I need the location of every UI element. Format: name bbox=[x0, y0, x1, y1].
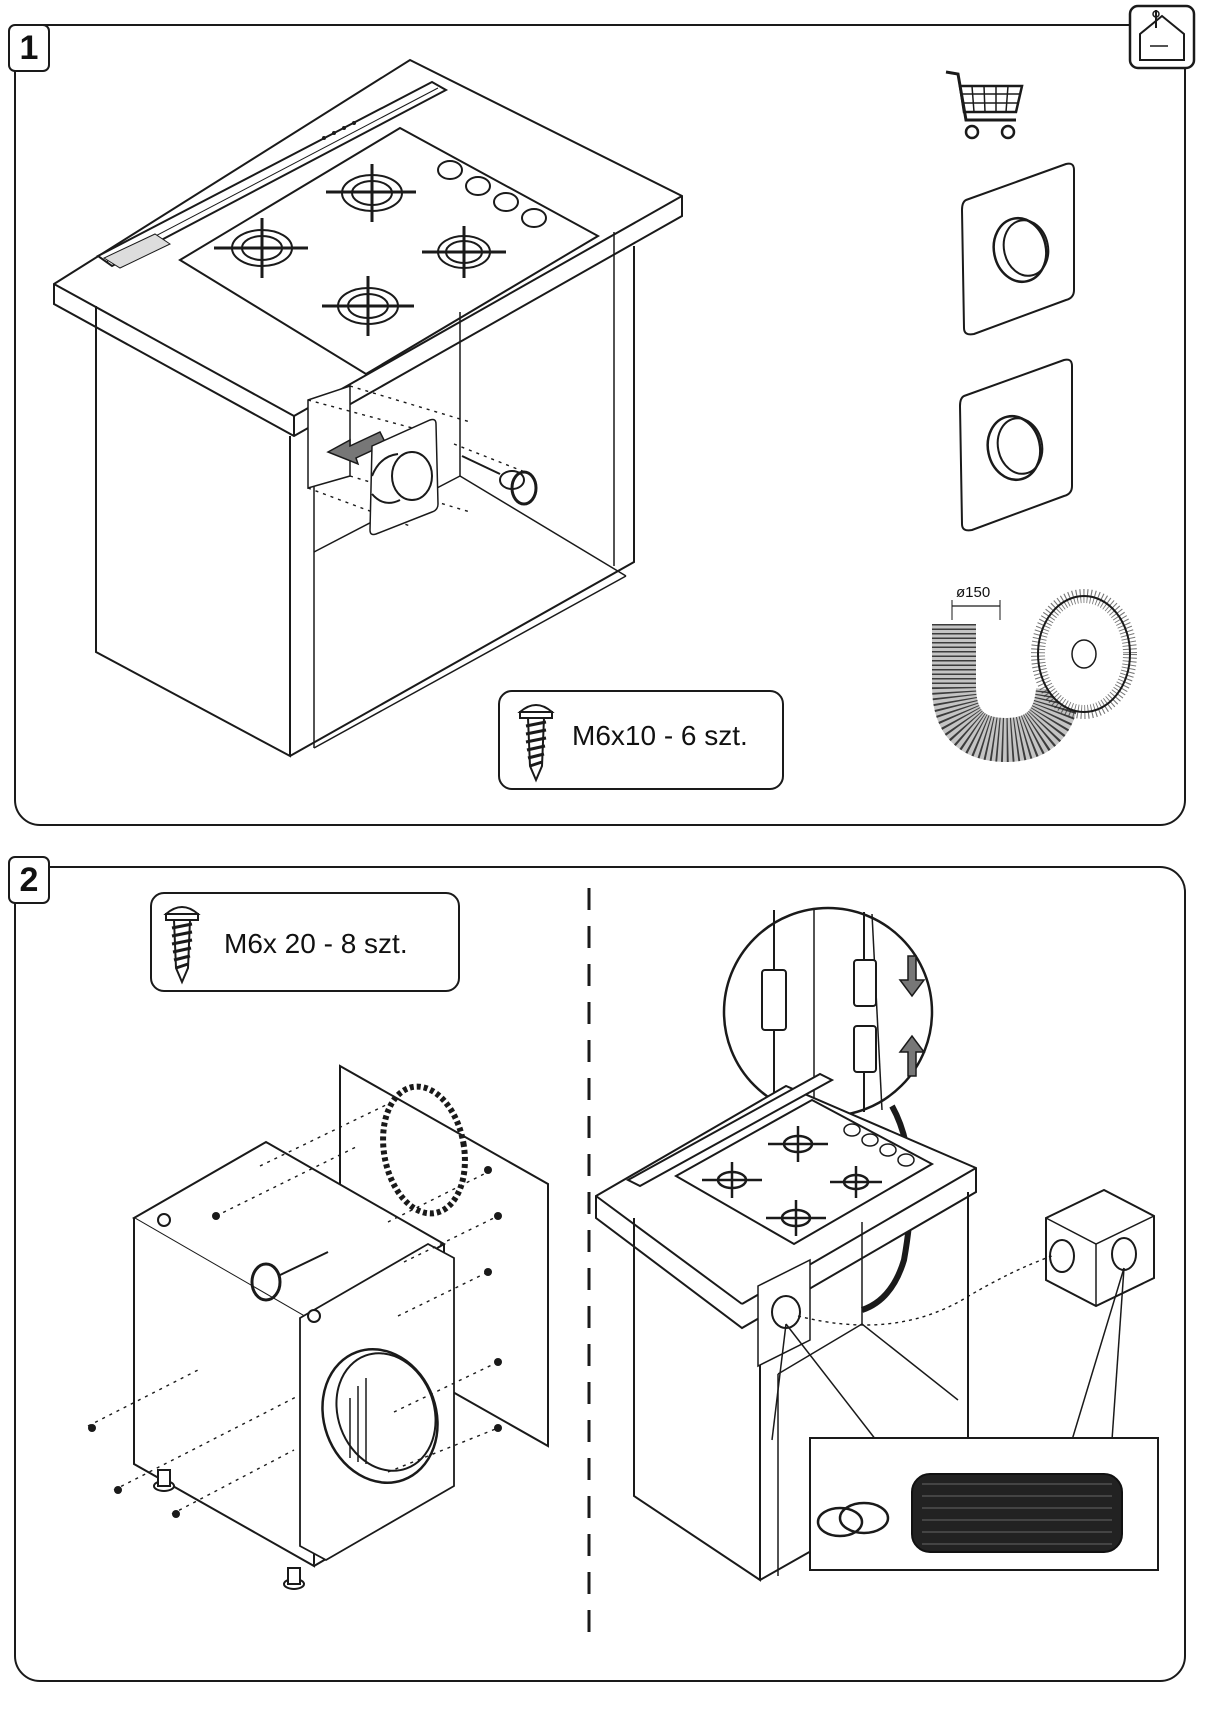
screw-icon bbox=[163, 906, 201, 985]
step-2-badge: 2 bbox=[8, 856, 50, 904]
screw-kit-label: M6x10 - 6 szt. bbox=[572, 720, 748, 751]
cabinet-with-remote-motor bbox=[595, 906, 1159, 1582]
duct-diameter-label: ø150 bbox=[956, 584, 991, 601]
screw-kit-callout: M6x 20 - 8 szt. bbox=[150, 892, 460, 992]
step-1-badge: 1 bbox=[8, 24, 50, 72]
shopping-cart-icon bbox=[945, 70, 1024, 140]
flexible-duct bbox=[932, 589, 1137, 763]
screw-icon bbox=[517, 704, 555, 783]
house-installer-icon bbox=[1128, 4, 1196, 70]
duct-flange-plate bbox=[960, 162, 1075, 336]
cabinet-with-cooktop-hood bbox=[53, 58, 683, 758]
external-motor-unit bbox=[87, 1064, 549, 1590]
screw-kit-label: M6x 20 - 8 szt. bbox=[224, 928, 408, 959]
step-2-divider bbox=[587, 888, 591, 1640]
screw-kit-callout: M6x10 - 6 szt. bbox=[498, 690, 784, 790]
duct-flange-plate bbox=[958, 358, 1073, 532]
